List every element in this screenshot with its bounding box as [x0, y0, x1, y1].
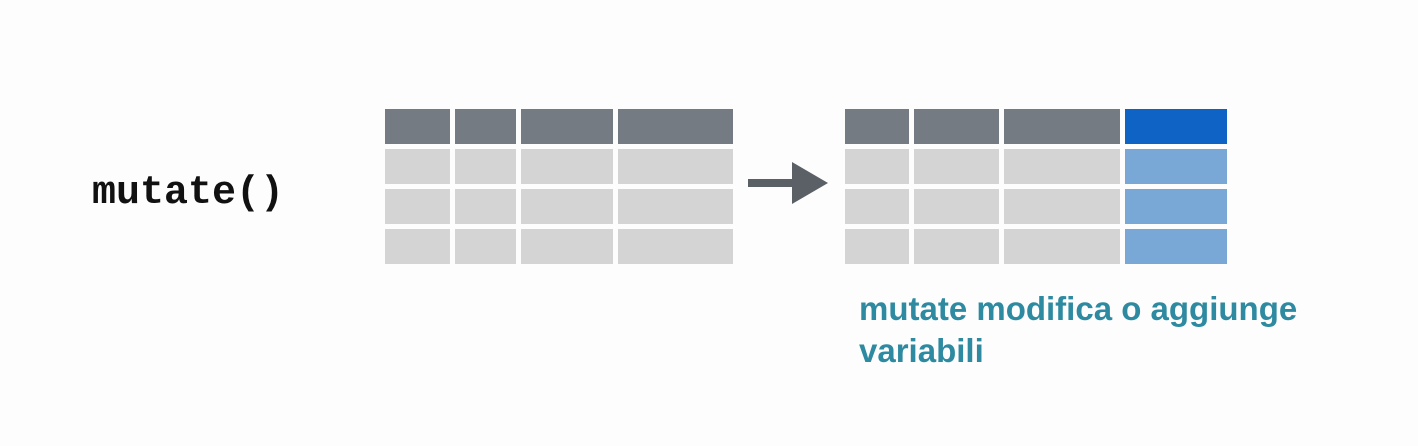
input-table	[385, 109, 733, 264]
input-table-body-cell	[385, 149, 450, 184]
input-table-body-cell	[385, 229, 450, 264]
output-table-body-cell	[845, 189, 909, 224]
output-table-body-cell	[1004, 189, 1120, 224]
output-table-body-cell	[845, 229, 909, 264]
input-table-header-cell	[521, 109, 613, 144]
output-table-header-cell	[1004, 109, 1120, 144]
input-table-body-cell	[385, 189, 450, 224]
output-table-body-cell	[914, 149, 999, 184]
input-table-body-cell	[455, 229, 516, 264]
output-table-body-cell	[914, 229, 999, 264]
input-table-body-cell	[618, 149, 733, 184]
function-label: mutate()	[92, 171, 285, 216]
input-table-body-cell	[618, 189, 733, 224]
input-table-body-cell	[521, 229, 613, 264]
caption: mutate modifica o aggiunge variabili	[859, 290, 1298, 369]
output-table-header-cell-new	[1125, 109, 1227, 144]
output-table-body-cell	[845, 149, 909, 184]
output-table-body-cell-new	[1125, 189, 1227, 224]
input-table-header-cell	[455, 109, 516, 144]
input-table-header-cell	[385, 109, 450, 144]
output-table-header-cell	[845, 109, 909, 144]
input-table-body-cell	[521, 149, 613, 184]
output-table-body-cell	[1004, 229, 1120, 264]
input-table-body-cell	[455, 189, 516, 224]
input-table-header-cell	[618, 109, 733, 144]
arrow-right-icon	[748, 162, 828, 204]
output-table-header-cell	[914, 109, 999, 144]
input-table-body-cell	[521, 189, 613, 224]
output-table-body-cell	[1004, 149, 1120, 184]
output-table	[845, 109, 1227, 264]
output-table-body-cell-new	[1125, 229, 1227, 264]
input-table-body-cell	[455, 149, 516, 184]
output-table-body-cell	[914, 189, 999, 224]
output-table-body-cell-new	[1125, 149, 1227, 184]
input-table-body-cell	[618, 229, 733, 264]
